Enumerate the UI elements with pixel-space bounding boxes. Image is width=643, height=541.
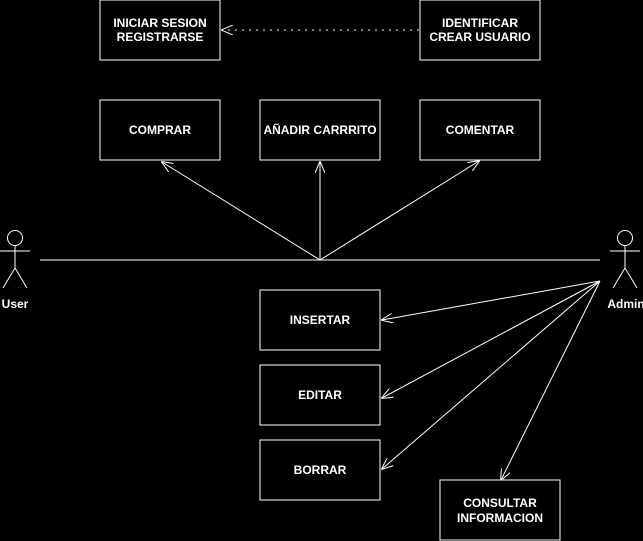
use-case-anadir-carrito[interactable]: AÑADIR CARRRITO <box>259 99 381 161</box>
actor-user[interactable]: User <box>0 230 30 312</box>
use-case-insertar[interactable]: INSERTAR <box>259 289 381 351</box>
use-case-iniciar-sesion-line1: INICIAR SESION <box>113 16 206 30</box>
actor-admin[interactable]: Admin <box>607 230 643 312</box>
use-case-editar-label: EDITAR <box>298 388 342 402</box>
arrow-to-insertar <box>382 280 601 320</box>
use-case-editar[interactable]: EDITAR <box>259 364 381 426</box>
use-case-iniciar-sesion[interactable]: INICIAR SESION REGISTRARSE <box>99 0 221 61</box>
use-case-borrar[interactable]: BORRAR <box>259 439 381 501</box>
actor-user-label: User <box>2 297 29 311</box>
use-case-consultar-line1: CONSULTAR <box>463 496 537 510</box>
use-case-comprar[interactable]: COMPRAR <box>99 99 221 161</box>
actor-admin-label: Admin <box>607 297 643 311</box>
arrow-to-editar <box>382 280 601 398</box>
use-case-comentar[interactable]: COMENTAR <box>419 99 541 161</box>
use-case-comentar-label: COMENTAR <box>446 123 515 137</box>
use-case-iniciar-sesion-line2: REGISTRARSE <box>117 30 204 44</box>
use-case-comprar-label: COMPRAR <box>129 123 191 137</box>
arrow-to-consultar <box>501 280 601 480</box>
use-case-consultar[interactable]: CONSULTAR INFORMACION <box>439 479 561 541</box>
arrow-to-borrar <box>382 280 601 469</box>
connectors <box>40 30 601 480</box>
arrow-to-comentar <box>319 161 479 261</box>
use-case-consultar-line2: INFORMACION <box>457 511 543 525</box>
use-case-identificar-line1: IDENTIFICAR <box>442 16 518 30</box>
use-case-identificar[interactable]: IDENTIFICAR CREAR USUARIO <box>419 0 541 61</box>
use-case-identificar-line2: CREAR USUARIO <box>429 30 530 44</box>
arrow-to-comprar <box>162 162 321 261</box>
user-stick-figure-icon <box>0 230 30 289</box>
use-case-borrar-label: BORRAR <box>294 463 347 477</box>
admin-stick-figure-icon <box>610 230 640 289</box>
use-case-anadir-carrito-label: AÑADIR CARRRITO <box>263 122 376 137</box>
use-case-insertar-label: INSERTAR <box>290 313 351 327</box>
